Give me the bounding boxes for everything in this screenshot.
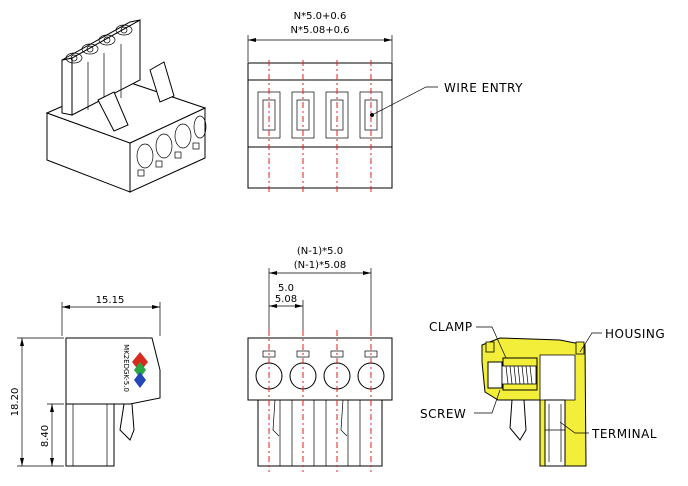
dim-pin-height: 8.40 [40, 425, 51, 447]
dim-pitch-total-1: (N-1)*5.0 [297, 246, 343, 257]
screw-icon [487, 361, 537, 389]
front-view: (N-1)*5.0 (N-1)*5.08 5.0 5.08 [247, 246, 393, 472]
label-wire-entry: WIRE ENTRY [444, 81, 523, 95]
top-view: N*5.0+0.6 N*5.08+0.6 WIRE ENTRY [247, 11, 523, 195]
side-marking: MK2EDGK-5.0 [122, 344, 130, 392]
dim-top-width-1: N*5.0+0.6 [294, 11, 347, 22]
label-screw: SCREW [420, 407, 466, 421]
dim-depth: 15.15 [96, 295, 125, 306]
section-view: CLAMP HOUSING SCREW TERMINAL [420, 320, 665, 467]
label-housing: HOUSING [605, 327, 665, 341]
dim-top-width-2: N*5.08+0.6 [290, 25, 349, 36]
logo-mark-icon [132, 352, 148, 388]
label-clamp: CLAMP [429, 320, 473, 334]
side-view: 15.15 18.20 8.40 MK2EDGK-5.0 [10, 295, 161, 467]
isometric-view [45, 19, 207, 193]
dim-pitch-total-2: (N-1)*5.08 [294, 260, 347, 271]
dim-pitch-2: 5.08 [275, 294, 297, 305]
dim-height: 18.20 [10, 388, 21, 417]
dim-pitch-1: 5.0 [278, 283, 294, 294]
label-terminal: TERMINAL [591, 427, 657, 441]
